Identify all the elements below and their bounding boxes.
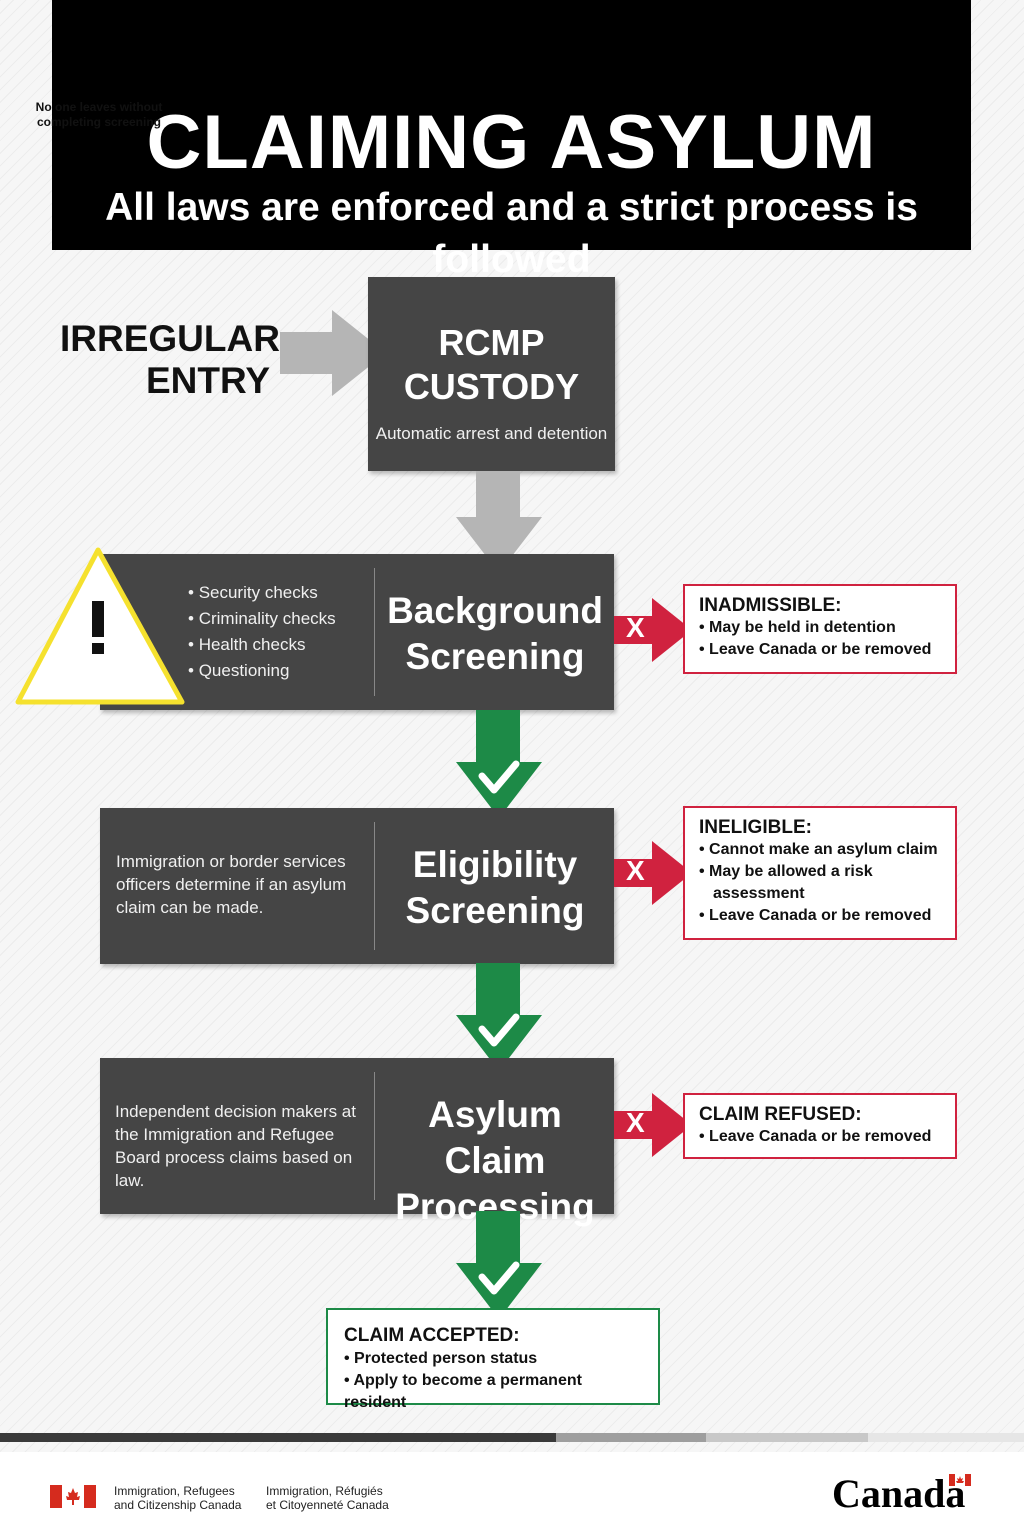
- claim-refused-outcome-box: CLAIM REFUSED: Leave Canada or be remove…: [683, 1093, 957, 1159]
- list-item: Cannot make an asylum claim: [699, 839, 943, 861]
- warning-text: No one leaves without completing screeni…: [35, 100, 163, 129]
- irregular-entry-line2: ENTRY: [145, 360, 270, 401]
- claim-accepted-box: CLAIM ACCEPTED: Protected person status …: [326, 1308, 660, 1411]
- reject-x-mark: X: [626, 855, 645, 886]
- list-item: May be held in detention: [699, 617, 943, 639]
- claim-refused-heading: CLAIM REFUSED:: [699, 1104, 862, 1125]
- page-subtitle: All laws are enforced and a strict proce…: [105, 186, 918, 281]
- ineligible-heading: INELIGIBLE:: [699, 817, 812, 838]
- list-item: Apply to become a permanent resident: [344, 1370, 646, 1414]
- dept-fr-line2: et Citoyenneté Canada: [266, 1498, 389, 1512]
- list-item: Questioning: [188, 658, 336, 684]
- green-check-arrow-icon: [456, 710, 542, 818]
- rcmp-custody-description: Automatic arrest and detention: [375, 424, 608, 443]
- header-banner: CLAIMING ASYLUM All laws are enforced an…: [52, 0, 971, 281]
- background-screening-title: Background Screening: [376, 588, 614, 680]
- green-check-arrow-icon: [456, 963, 542, 1071]
- rcmp-custody-title: RCMP CUSTODY: [368, 321, 615, 409]
- divider: [374, 568, 375, 696]
- rcmp-title-line1: RCMP: [438, 322, 545, 363]
- list-item: Criminality checks: [188, 606, 336, 632]
- footer-stripe-dark: [0, 1433, 556, 1442]
- eligibility-title-line1: Eligibility: [412, 844, 578, 885]
- divider: [374, 822, 375, 950]
- gray-right-arrow: [280, 310, 386, 396]
- background-title-line1: Background: [387, 590, 603, 631]
- department-name-english: Immigration, Refugees and Citizenship Ca…: [114, 1484, 241, 1512]
- list-item: Security checks: [188, 580, 336, 606]
- list-item: Leave Canada or be removed: [699, 1126, 943, 1148]
- warning-triangle-icon: [15, 547, 185, 705]
- asylum-claim-processing-box: Independent decision makers at the Immig…: [100, 1058, 614, 1227]
- processing-description: Independent decision makers at the Immig…: [115, 1102, 356, 1190]
- asylum-claim-processing-title: Asylum Claim Processing: [376, 1092, 614, 1230]
- ineligible-list: Cannot make an asylum claim May be allow…: [699, 839, 943, 927]
- dept-en-line1: Immigration, Refugees: [114, 1484, 235, 1498]
- reject-x-mark: X: [626, 1107, 645, 1138]
- footer-stripe-mid: [556, 1433, 706, 1442]
- processing-title-line1: Asylum Claim: [428, 1094, 562, 1181]
- irregular-entry-label: IRREGULAR ENTRY: [60, 318, 280, 402]
- eligibility-description: Immigration or border services officers …: [116, 852, 347, 917]
- dept-en-line2: and Citizenship Canada: [114, 1498, 242, 1512]
- reject-arrow-icon: [614, 841, 692, 905]
- eligibility-title-line2: Screening: [405, 890, 585, 931]
- reject-arrow-icon: [614, 1093, 692, 1157]
- list-item: May be allowed a risk assessment: [699, 861, 943, 905]
- dept-fr-line1: Immigration, Réfugiés: [266, 1484, 383, 1498]
- divider: [374, 1072, 375, 1200]
- list-item: Leave Canada or be removed: [699, 905, 943, 927]
- claim-refused-list: Leave Canada or be removed: [699, 1126, 943, 1148]
- eligibility-screening-title: Eligibility Screening: [376, 842, 614, 934]
- department-name-french: Immigration, Réfugiés et Citoyenneté Can…: [266, 1484, 389, 1512]
- canada-wordmark: Canada: [832, 1471, 966, 1516]
- rcmp-title-line2: CUSTODY: [403, 366, 580, 407]
- footer-area: [0, 1452, 1024, 1535]
- irregular-entry-line1: IRREGULAR: [60, 318, 280, 359]
- list-item: Protected person status: [344, 1348, 646, 1370]
- background-checks-list: Security checks Criminality checks Healt…: [188, 580, 336, 684]
- page-title: CLAIMING ASYLUM: [146, 100, 877, 185]
- inadmissible-list: May be held in detention Leave Canada or…: [699, 617, 943, 661]
- gray-down-arrow: [456, 471, 542, 573]
- reject-arrow-icon: [614, 598, 692, 662]
- inadmissible-heading: INADMISSIBLE:: [699, 595, 842, 616]
- inadmissible-outcome-box: INADMISSIBLE: May be held in detention L…: [683, 584, 957, 674]
- background-screening-box: Security checks Criminality checks Healt…: [100, 554, 614, 710]
- green-check-arrow-icon: [456, 1211, 542, 1319]
- list-item: Leave Canada or be removed: [699, 639, 943, 661]
- claim-accepted-list: Protected person status Apply to become …: [344, 1348, 646, 1414]
- canada-flag-icon: [50, 1485, 96, 1508]
- footer-stripe-lightest: [868, 1433, 1024, 1442]
- eligibility-screening-box: Immigration or border services officers …: [100, 808, 614, 964]
- footer-stripe-light: [706, 1433, 868, 1442]
- ineligible-outcome-box: INELIGIBLE: Cannot make an asylum claim …: [683, 806, 957, 940]
- wordmark-flag-icon: [949, 1474, 971, 1486]
- background-title-line2: Screening: [405, 636, 585, 677]
- reject-x-mark: X: [626, 612, 645, 643]
- rcmp-custody-box: RCMP CUSTODY Automatic arrest and detent…: [368, 277, 615, 471]
- list-item: Health checks: [188, 632, 336, 658]
- claim-accepted-heading: CLAIM ACCEPTED:: [344, 1325, 520, 1346]
